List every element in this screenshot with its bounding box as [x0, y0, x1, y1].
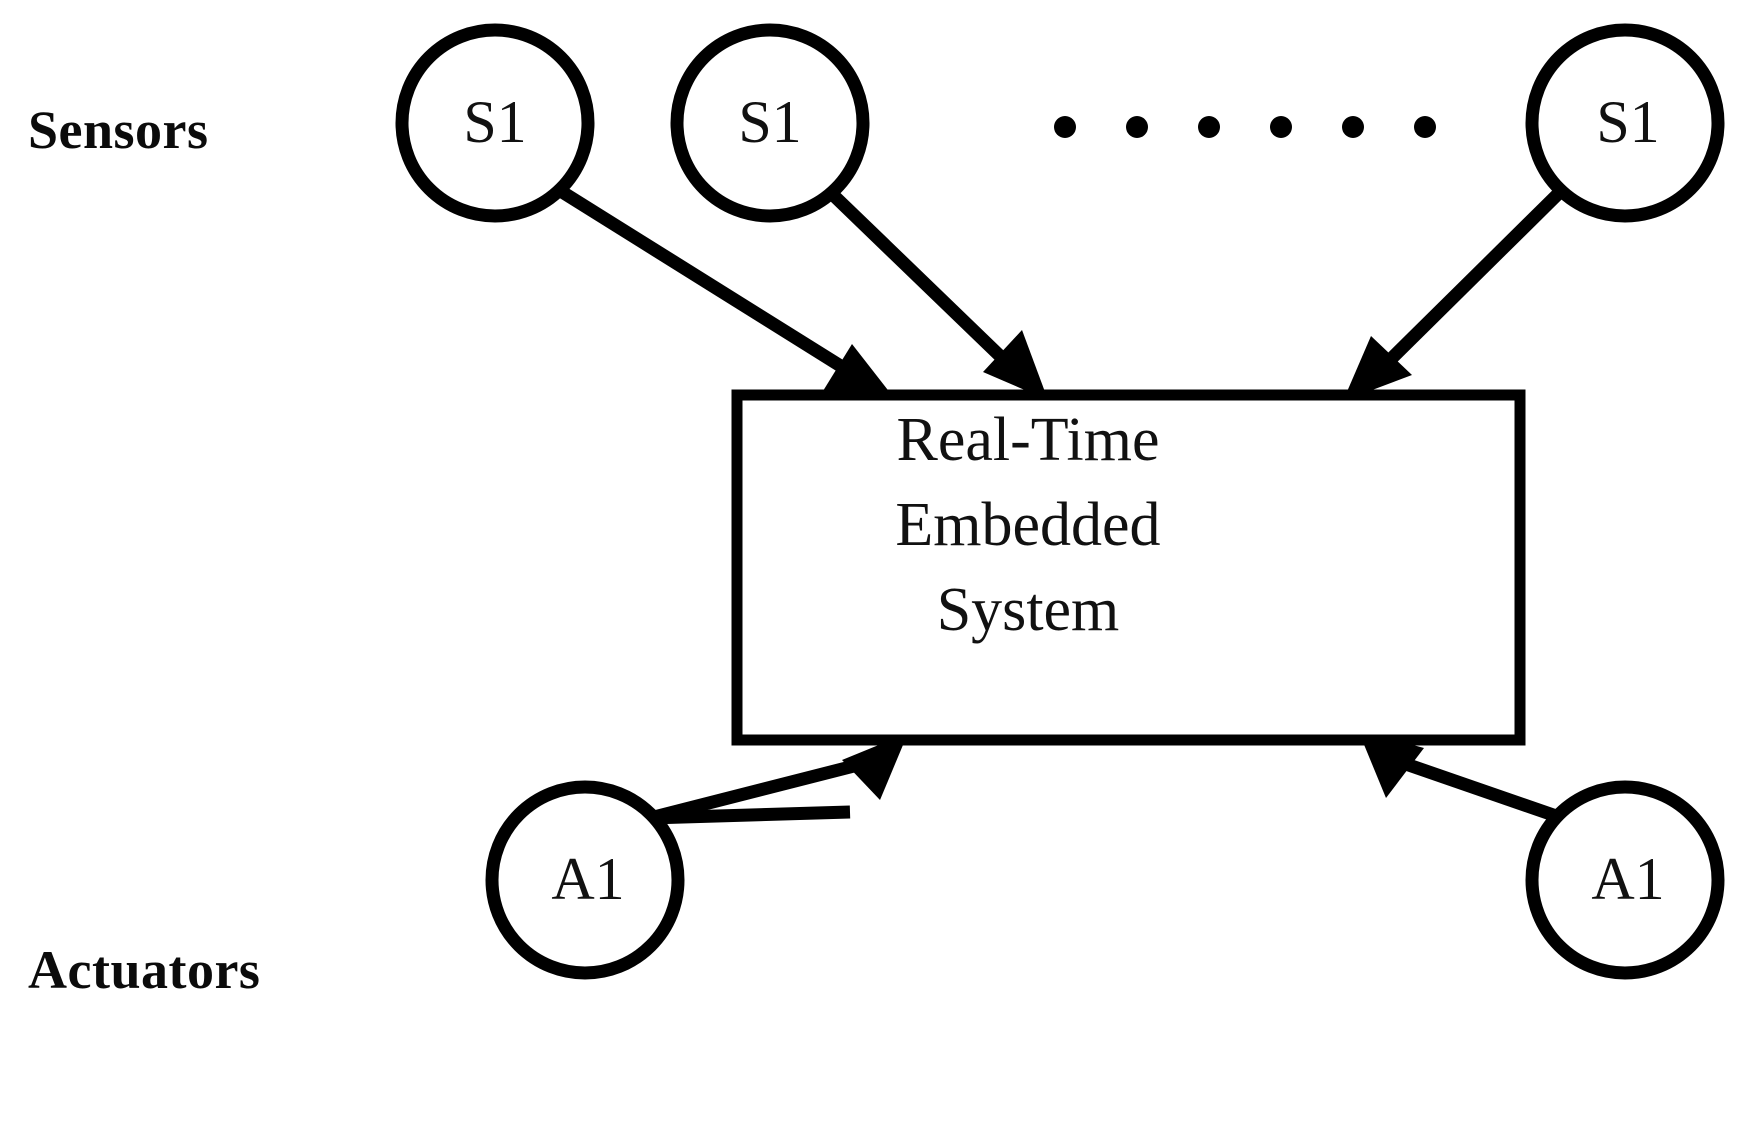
actuator-node-2-circle[interactable]: [1525, 780, 1725, 980]
edge-sensor-1-to-system: [555, 184, 898, 403]
ellipsis-dot: [1414, 116, 1436, 138]
sensor-node-2[interactable]: S1: [670, 23, 870, 223]
actuators-row-label: Actuators: [28, 940, 260, 1000]
edge-sensor-2-to-system: [823, 185, 1048, 400]
sensor-ellipsis: [1054, 116, 1436, 138]
sensor-node-1-label: S1: [463, 89, 526, 155]
edge-actuator-2-to-system: [1358, 730, 1565, 825]
actuator-node-1-label: A1: [551, 846, 624, 912]
ellipsis-dot: [1270, 116, 1292, 138]
edge-sensor-3-to-system: [1343, 185, 1567, 401]
sensor-node-3-circle[interactable]: [1525, 23, 1725, 223]
real-time-embedded-system-box[interactable]: Real-Time Embedded System: [731, 389, 1526, 746]
system-box-line-2: Embedded: [895, 491, 1160, 559]
sensor-node-3-label: S1: [1596, 89, 1659, 155]
system-box-line-3: System: [937, 576, 1120, 644]
sensor-node-1-circle[interactable]: [395, 23, 595, 223]
sensor-node-2-label: S1: [738, 89, 801, 155]
sensors-row-label: Sensors: [28, 100, 209, 160]
sensor-node-2-circle[interactable]: [670, 23, 870, 223]
actuator-node-2-label: A1: [1591, 846, 1664, 912]
system-box-rect[interactable]: [731, 389, 1526, 746]
sensor-node-1[interactable]: S1: [395, 23, 595, 223]
ellipsis-dot: [1054, 116, 1076, 138]
ellipsis-dot: [1126, 116, 1148, 138]
actuator-node-1-circle[interactable]: [485, 780, 685, 980]
edge-actuator-1-to-system: [648, 733, 908, 825]
actuator-node-1[interactable]: A1: [485, 780, 685, 980]
system-box-line-1: Real-Time: [897, 406, 1160, 474]
ellipsis-dot: [1342, 116, 1364, 138]
ellipsis-dot: [1198, 116, 1220, 138]
actuator-node-2[interactable]: A1: [1525, 780, 1725, 980]
sensor-node-3[interactable]: S1: [1525, 23, 1725, 223]
